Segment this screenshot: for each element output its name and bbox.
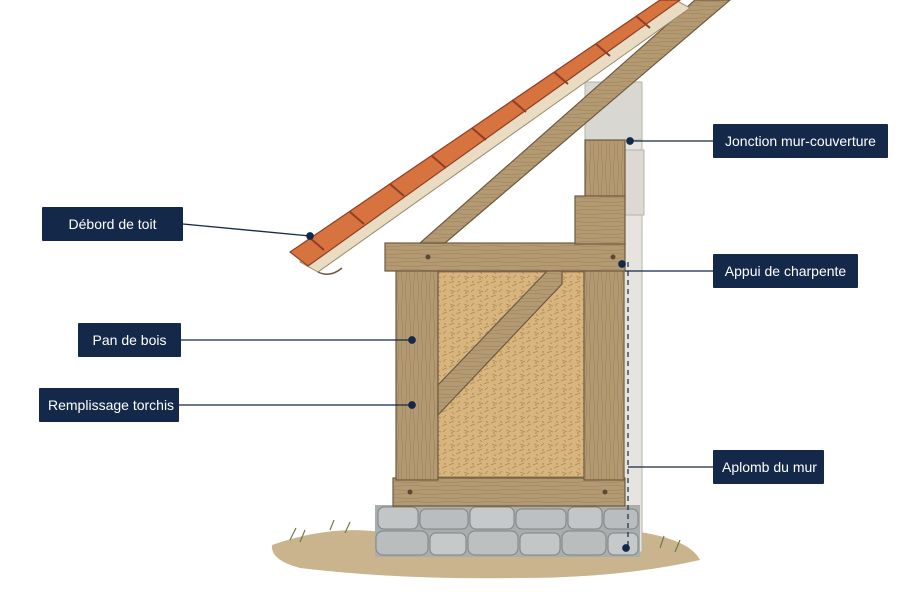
label-debord-de-toit: Débord de toit xyxy=(42,207,183,241)
label-jonction-mur-couverture: Jonction mur-couverture xyxy=(713,124,888,158)
label-appui-de-charpente: Appui de charpente xyxy=(713,254,858,288)
stone-foundation xyxy=(375,505,640,557)
rafter xyxy=(418,0,731,244)
marker-torchis xyxy=(408,401,416,409)
marker-appui xyxy=(618,260,626,268)
timber-frame xyxy=(384,139,626,507)
marker-jonction xyxy=(626,137,634,145)
label-remplissage-torchis: Remplissage torchis xyxy=(39,388,179,422)
roof-covering xyxy=(288,0,691,275)
leader-lines xyxy=(179,137,713,552)
label-aplomb-du-mur: Aplomb du mur xyxy=(713,450,824,484)
marker-aplomb xyxy=(622,544,630,552)
label-pan-de-bois: Pan de bois xyxy=(78,323,181,357)
rear-masonry-wall xyxy=(584,81,645,553)
marker-debord xyxy=(306,232,314,240)
marker-pan-de-bois xyxy=(408,336,416,344)
